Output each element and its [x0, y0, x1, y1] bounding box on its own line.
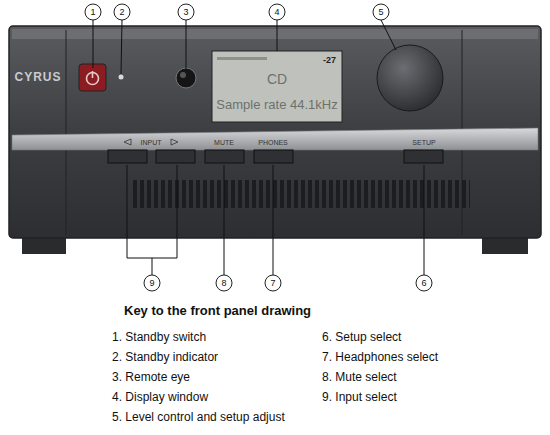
display-level: -27 — [323, 56, 336, 65]
key-entry: 3. Remote eye — [112, 371, 190, 383]
display-sample-rate: Sample rate 44.1kHz — [216, 98, 337, 111]
button-label: PHONES — [258, 139, 288, 146]
callout-number: 6 — [421, 279, 426, 288]
callout-number: 7 — [270, 279, 275, 288]
callout-number: 5 — [378, 8, 383, 17]
key-entry: 2. Standby indicator — [112, 351, 218, 363]
display-window: -27CD Sample rate 44.1kHz — [212, 51, 342, 122]
button-label: INPUT — [141, 139, 162, 146]
key-entry: 5. Level control and setup adjust — [112, 411, 285, 423]
button-label: MUTE — [214, 139, 234, 146]
callout-number: 4 — [274, 8, 279, 17]
callout-number: 1 — [90, 8, 95, 17]
key-title: Key to the front panel drawing — [124, 304, 311, 317]
key-entry: 1. Standby switch — [112, 331, 206, 343]
key-entry: 7. Headphones select — [322, 351, 438, 363]
key-entry: 8. Mute select — [322, 371, 397, 383]
key-entry: 9. Input select — [322, 391, 397, 403]
callout-number: 9 — [149, 279, 154, 288]
callout-number: 2 — [119, 8, 124, 17]
callout-number: 8 — [221, 279, 226, 288]
display-source: CD — [267, 72, 287, 86]
button-label: SETUP — [412, 139, 435, 146]
brand-logo: CYRUS — [14, 71, 61, 83]
key-entry: 4. Display window — [112, 391, 208, 403]
key-entry: 6. Setup select — [322, 331, 401, 343]
callout-number: 3 — [183, 8, 188, 17]
